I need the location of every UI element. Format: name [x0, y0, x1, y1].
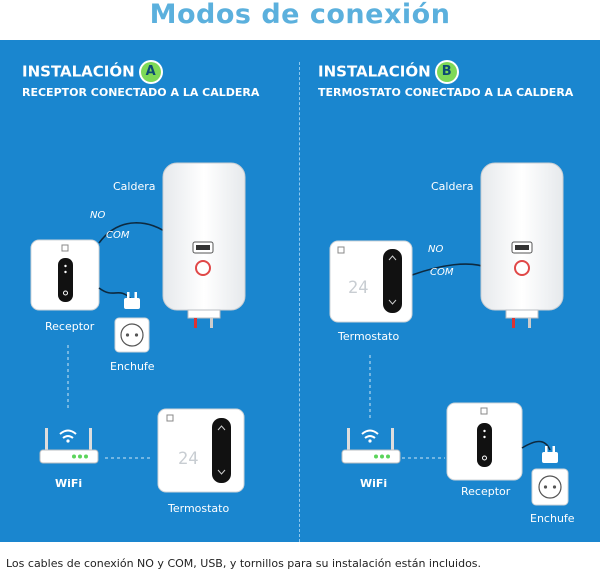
left-label-termostato: Termostato	[168, 502, 230, 515]
left-label-caldera: Caldera	[113, 180, 156, 193]
badge-a: A	[140, 62, 161, 82]
right-plug	[542, 446, 558, 463]
right-label-termostato: Termostato	[338, 330, 400, 343]
left-heading: INSTALACIÓN A	[22, 62, 161, 82]
right-label-receptor: Receptor	[461, 485, 511, 498]
left-subheading: RECEPTOR CONECTADO A LA CALDERA	[22, 86, 260, 99]
section-divider	[299, 62, 300, 542]
left-receptor	[30, 239, 100, 311]
left-thermostat-display: 24	[178, 449, 198, 469]
left-label-wifi: WiFi	[55, 477, 83, 490]
left-heading-text: INSTALACIÓN	[22, 62, 135, 81]
badge-b: B	[436, 62, 457, 82]
left-boiler	[162, 162, 246, 328]
left-label-com: COM	[106, 230, 130, 241]
left-label-no: NO	[90, 210, 106, 221]
right-label-com: COM	[430, 267, 454, 278]
footer-note: Los cables de conexión NO y COM, USB, y …	[6, 557, 482, 570]
left-outlet	[114, 317, 150, 353]
right-outlet	[531, 468, 569, 506]
right-boiler	[480, 162, 564, 328]
right-subheading: TERMOSTATO CONECTADO A LA CALDERA	[318, 86, 574, 99]
right-label-enchufe: Enchufe	[530, 512, 575, 525]
right-heading-text: INSTALACIÓN	[318, 62, 431, 81]
right-receptor	[446, 402, 523, 481]
right-thermostat: 24	[329, 240, 413, 323]
left-label-enchufe: Enchufe	[110, 360, 155, 373]
right-label-caldera: Caldera	[431, 180, 474, 193]
right-thermostat-display: 24	[348, 278, 368, 298]
page-title: Modos de conexión	[149, 0, 451, 30]
right-heading: INSTALACIÓN B	[318, 62, 457, 82]
left-thermostat: 24	[157, 408, 245, 493]
right-router	[341, 428, 401, 464]
left-label-receptor: Receptor	[45, 320, 95, 333]
right-label-no: NO	[428, 244, 444, 255]
left-router	[39, 428, 99, 464]
left-plug	[124, 292, 140, 309]
right-label-wifi: WiFi	[360, 477, 388, 490]
right-plug-cable	[521, 440, 551, 451]
